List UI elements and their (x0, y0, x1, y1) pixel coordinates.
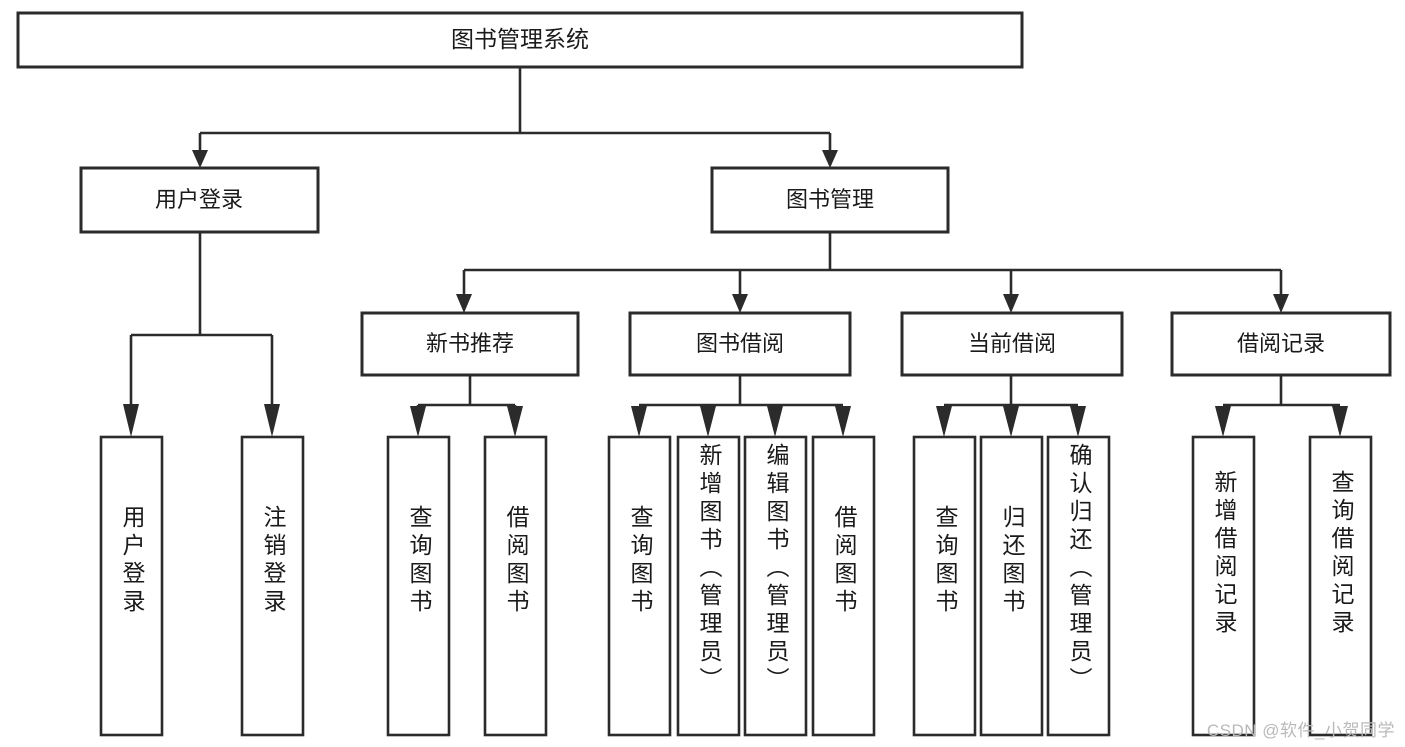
node-current-borrow-label: 当前借阅 (968, 331, 1056, 356)
arrowhead-bm-c1 (456, 294, 472, 313)
leaf-box-book-borrow-4[interactable] (811, 435, 876, 737)
arrowhead-br-l2 (1332, 406, 1348, 437)
node-borrow-record[interactable]: 借阅记录 (1170, 311, 1392, 377)
leaf-box-book-borrow-3[interactable] (743, 435, 808, 737)
arrowhead-bm-c4 (1273, 294, 1289, 313)
arrowhead-bb-l1 (631, 406, 647, 437)
leaf-box-current-borrow-2[interactable] (979, 435, 1044, 737)
node-book-manage[interactable]: 图书管理 (710, 166, 950, 234)
leaf-box-borrow-record-1[interactable] (1191, 435, 1256, 737)
node-new-book-recommend-label: 新书推荐 (426, 331, 514, 356)
node-book-borrow-label: 图书借阅 (696, 331, 784, 356)
node-book-manage-box[interactable] (710, 166, 950, 234)
leaf-box-new-book-2[interactable] (483, 435, 548, 737)
arrowhead-cb-l2 (1003, 406, 1019, 437)
node-book-manage-label: 图书管理 (786, 187, 874, 212)
arrowhead-ul-b1 (123, 404, 139, 437)
node-user-login[interactable]: 用户登录 (79, 166, 320, 234)
node-new-book-recommend-box[interactable] (360, 311, 580, 377)
node-new-book-recommend[interactable]: 新书推荐 (360, 311, 580, 377)
arrowhead-bb-l2 (700, 406, 716, 437)
node-root[interactable]: 图书管理系统 (16, 11, 1024, 69)
node-borrow-record-label: 借阅记录 (1237, 331, 1325, 356)
node-book-borrow[interactable]: 图书借阅 (628, 311, 852, 377)
arrowhead-bm-c2 (732, 294, 748, 313)
node-borrow-record-box[interactable] (1170, 311, 1392, 377)
arrowhead-book-manage (822, 150, 838, 168)
arrowhead-nbr-l1 (410, 406, 426, 437)
node-user-login-label: 用户登录 (155, 187, 243, 212)
arrowhead-br-l1 (1215, 406, 1231, 437)
node-book-borrow-box[interactable] (628, 311, 852, 377)
leaf-box-user-login-2[interactable] (240, 435, 305, 737)
arrowhead-nbr-l2 (507, 406, 523, 437)
leaf-box-current-borrow-3[interactable] (1046, 435, 1111, 737)
node-root-box[interactable] (16, 11, 1024, 69)
arrowhead-ul-b2 (264, 404, 280, 437)
arrowhead-bb-l3 (767, 406, 783, 437)
arrowhead-cb-l3 (1070, 406, 1086, 437)
arrowhead-user-login (192, 150, 208, 168)
node-root-label: 图书管理系统 (451, 26, 589, 52)
leaf-box-current-borrow-1[interactable] (912, 435, 977, 737)
leaf-box-book-borrow-2[interactable] (676, 435, 741, 737)
leaf-box-user-login-1[interactable] (99, 435, 164, 737)
arrowhead-bb-l4 (835, 406, 851, 437)
leaf-box-borrow-record-2[interactable] (1308, 435, 1373, 737)
node-user-login-box[interactable] (79, 166, 320, 234)
arrowhead-bm-c3 (1003, 294, 1019, 313)
watermark-text: CSDN @软件_小贺同学 (1206, 721, 1395, 740)
node-current-borrow[interactable]: 当前借阅 (900, 311, 1124, 377)
leaf-box-new-book-1[interactable] (386, 435, 451, 737)
leaf-box-book-borrow-1[interactable] (607, 435, 672, 737)
node-current-borrow-box[interactable] (900, 311, 1124, 377)
edge-group (123, 67, 1348, 437)
arrowhead-cb-l1 (936, 406, 952, 437)
